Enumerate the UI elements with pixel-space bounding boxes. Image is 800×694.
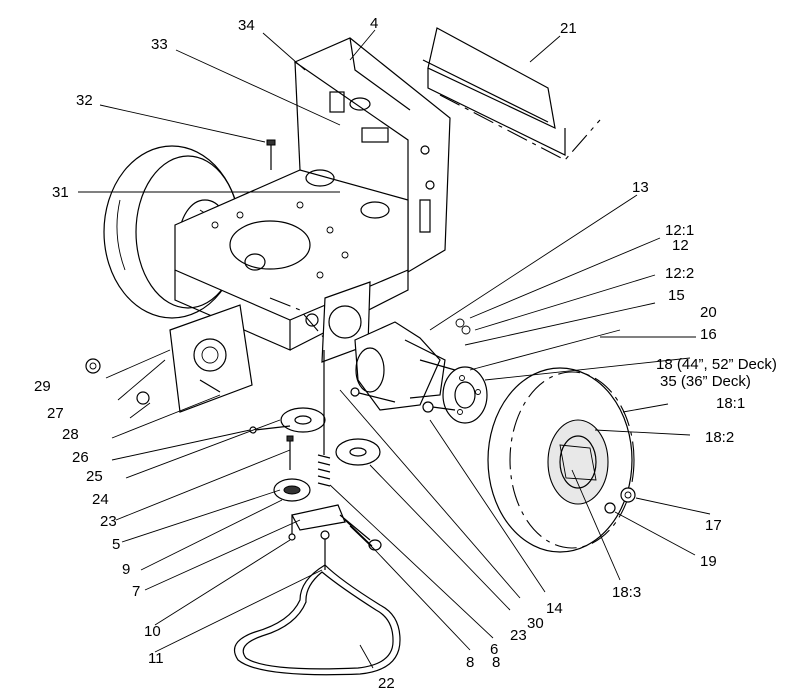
callout-31: 31 bbox=[52, 184, 69, 201]
main-frame-part-4 bbox=[174, 37, 451, 351]
callout-11: 11 bbox=[148, 650, 164, 667]
callout-24: 24 bbox=[92, 491, 109, 508]
callout-33: 33 bbox=[151, 36, 168, 53]
callout-23-right: 23 bbox=[510, 627, 527, 644]
callout-17: 17 bbox=[705, 517, 722, 534]
callout-14: 14 bbox=[546, 600, 563, 617]
callout-13: 13 bbox=[632, 179, 649, 196]
callout-32: 32 bbox=[76, 92, 93, 109]
callout-30: 30 bbox=[527, 615, 544, 632]
spring-part-6 bbox=[317, 350, 331, 487]
callout-16: 16 bbox=[700, 326, 717, 343]
callout-22: 22 bbox=[378, 675, 395, 692]
lug-nut-part-19 bbox=[604, 502, 616, 514]
pulley-part-24 bbox=[280, 407, 326, 433]
callout-29: 29 bbox=[34, 378, 51, 395]
callout-26: 26 bbox=[72, 449, 89, 466]
callout-27: 27 bbox=[47, 405, 64, 422]
callout-28: 28 bbox=[62, 426, 79, 443]
bolts-part-8 bbox=[350, 387, 456, 413]
callout-12: 12 bbox=[672, 237, 689, 254]
nut-part-28 bbox=[136, 391, 150, 405]
callout-4: 4 bbox=[370, 15, 378, 32]
callout-6: 6 bbox=[490, 641, 498, 658]
callout-7: 7 bbox=[132, 583, 140, 600]
callout-12-1: 12:1 bbox=[665, 222, 694, 239]
right-tire-part-18 bbox=[487, 367, 635, 553]
wheel-hub-part-16 bbox=[442, 366, 488, 424]
side-plate-part-27 bbox=[169, 304, 253, 413]
callout-5: 5 bbox=[112, 536, 120, 553]
bolt-part-23 bbox=[286, 435, 294, 470]
callout-15: 15 bbox=[668, 287, 685, 304]
callout-20: 20 bbox=[700, 304, 717, 321]
leader-lines bbox=[78, 29, 711, 669]
callout-9: 9 bbox=[122, 561, 130, 578]
wheel-motor-part-14 bbox=[354, 318, 471, 411]
callout-8-mid: 8 bbox=[492, 654, 500, 671]
callout-34: 34 bbox=[238, 17, 255, 34]
bolt-part-32 bbox=[266, 139, 276, 170]
callout-10: 10 bbox=[144, 623, 161, 640]
rear-shield-part-21 bbox=[422, 27, 601, 161]
lug-nut-part-17 bbox=[620, 487, 636, 503]
callout-18-3: 18:3 bbox=[612, 584, 641, 601]
callout-18-2: 18:2 bbox=[705, 429, 734, 446]
nut-part-29 bbox=[85, 358, 101, 374]
callout-18-1: 18:1 bbox=[716, 395, 745, 412]
callout-12-2: 12:2 bbox=[665, 265, 694, 282]
callout-25: 25 bbox=[86, 468, 103, 485]
callout-19: 19 bbox=[700, 553, 717, 570]
callout-23-left: 23 bbox=[100, 513, 117, 530]
bolt-part-10 bbox=[288, 515, 296, 541]
idler-pulley-part-30 bbox=[335, 438, 381, 466]
callout-21: 21 bbox=[560, 20, 577, 37]
belt-part-22 bbox=[233, 564, 401, 676]
bolt-part-11 bbox=[320, 530, 330, 570]
pulley-part-5 bbox=[273, 478, 311, 502]
callout-18: 18 (44”, 52” Deck) bbox=[656, 356, 777, 373]
callout-35: 35 (36” Deck) bbox=[660, 373, 751, 390]
callout-labels: 34 4 21 33 32 31 13 12:1 12 12:2 15 20 1… bbox=[34, 15, 777, 692]
callout-8-bottom: 8 bbox=[466, 654, 474, 671]
idler-arm-part-7 bbox=[291, 504, 382, 551]
